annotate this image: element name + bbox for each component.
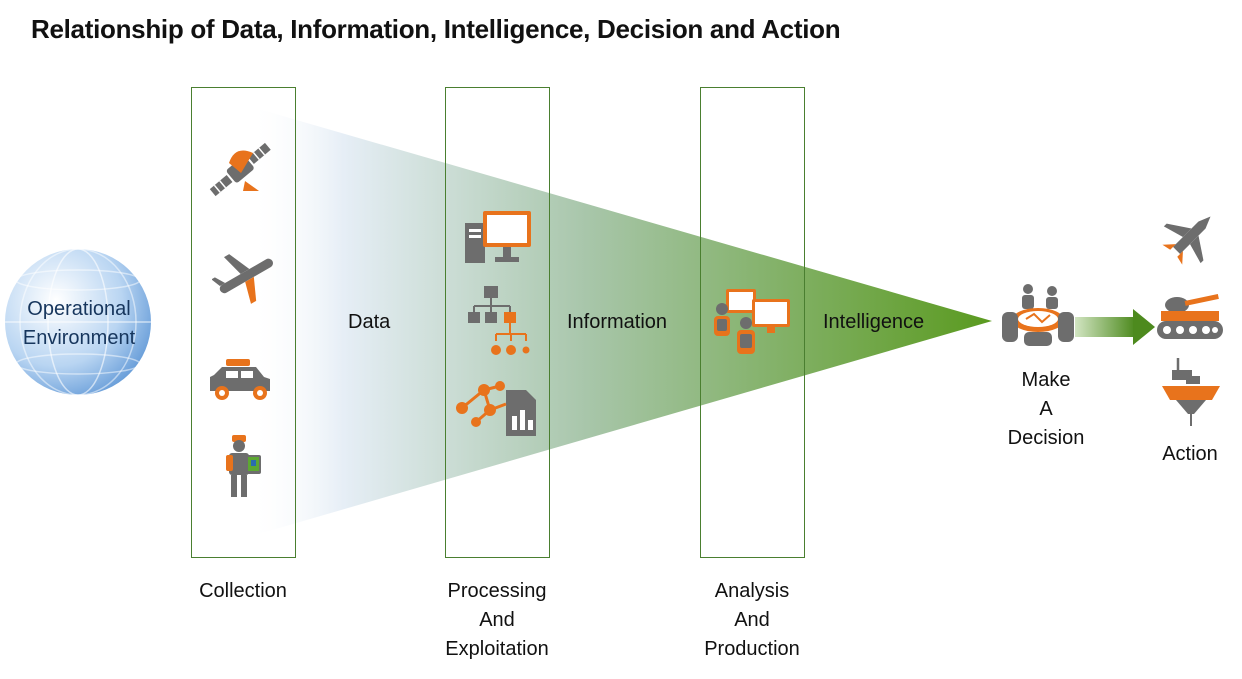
decision-label-line3: Decision	[1007, 427, 1085, 449]
tank-icon	[1157, 293, 1223, 339]
operational-environment-label: Operational Environment	[8, 295, 150, 353]
action-label: Action	[1162, 443, 1218, 465]
decision-to-action-arrow	[1075, 309, 1155, 345]
vehicle-icon	[210, 359, 270, 400]
intelligence-label: Intelligence	[823, 311, 925, 333]
decision-label: Make A Decision	[986, 366, 1106, 453]
collection-label: Collection	[168, 577, 318, 606]
network-document-icon	[456, 381, 536, 436]
analysis-label-line1: Analysis	[714, 580, 790, 602]
analysis-label: Analysis And Production	[672, 577, 832, 664]
analysts-workstation-icon	[714, 289, 790, 354]
analysis-label-line3: Production	[704, 638, 800, 660]
funnel-shape	[255, 108, 992, 535]
processing-label-line3: Exploitation	[445, 638, 549, 660]
collection-label-line: Collection	[199, 580, 287, 602]
decision-label-line1: Make	[1021, 369, 1071, 391]
computer-icon	[465, 211, 531, 263]
decision-label-line2: A	[1039, 398, 1053, 420]
aircraft-icon	[212, 254, 273, 304]
page-title: Relationship of Data, Information, Intel…	[31, 14, 841, 44]
warship-icon	[1162, 358, 1220, 426]
hierarchy-icon	[468, 286, 530, 355]
collection-box	[191, 87, 296, 558]
processing-label-line1: Processing	[447, 580, 547, 602]
satellite-icon	[209, 142, 271, 197]
fighter-jet-icon	[1162, 216, 1211, 265]
processing-label: Processing And Exploitation	[412, 577, 582, 664]
source-label-line2: Environment	[22, 327, 136, 349]
soldier-tablet-icon	[226, 435, 261, 497]
processing-label-line2: And	[479, 609, 515, 631]
processing-box	[445, 87, 550, 558]
globe-icon	[5, 248, 151, 396]
meeting-table-icon	[1002, 284, 1074, 346]
analysis-label-line2: And	[734, 609, 770, 631]
analysis-box	[700, 87, 805, 558]
data-label: Data	[348, 311, 391, 333]
information-label: Information	[567, 311, 668, 333]
source-label-line1: Operational	[27, 298, 131, 320]
